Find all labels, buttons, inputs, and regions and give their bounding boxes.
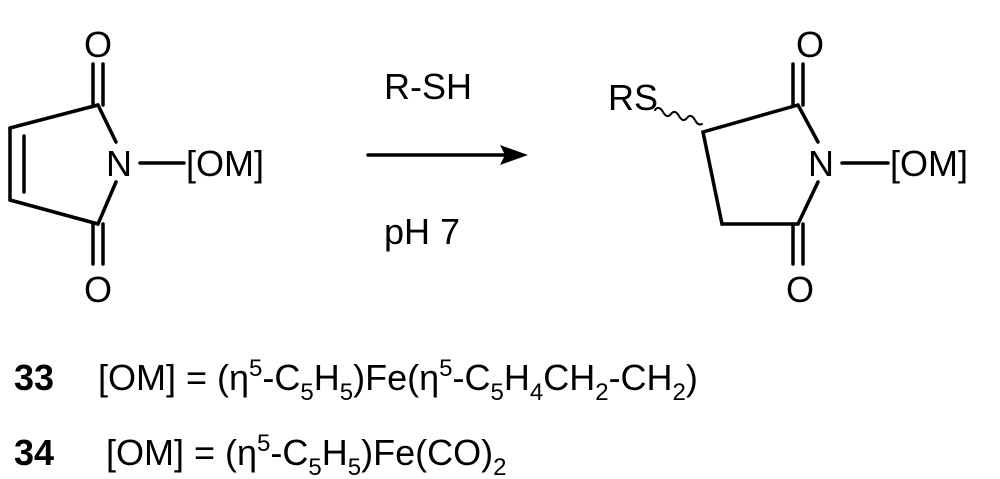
compound-definition: [OM] = (η5-C5H5)Fe(η5-C5H4CH2-CH2)	[98, 355, 698, 406]
product-succinimide: RS O N [OM] O	[608, 24, 968, 310]
compound-number: 33	[14, 357, 54, 398]
bond	[8, 103, 100, 130]
ph-label: pH 7	[384, 211, 460, 252]
atom-n: N	[106, 143, 132, 184]
bond	[796, 103, 820, 144]
substituent-om: [OM]	[186, 143, 264, 184]
rs-group: RS	[608, 77, 658, 118]
compound-number: 34	[14, 432, 54, 473]
reactant-maleimide: O N [OM] O	[8, 24, 264, 310]
atom-o: O	[84, 24, 112, 65]
atom-o: O	[84, 269, 112, 310]
reagent-label: R-SH	[384, 66, 472, 107]
arrow-head-icon	[500, 145, 528, 165]
bond	[796, 180, 820, 226]
reaction-arrow: R-SH pH 7	[366, 66, 528, 252]
legend-33: 33 [OM] = (η5-C5H5)Fe(η5-C5H4CH2-CH2)	[14, 355, 698, 406]
bond	[96, 103, 118, 144]
bond	[8, 198, 100, 226]
atom-o: O	[786, 269, 814, 310]
bond	[701, 130, 724, 226]
substituent-om: [OM]	[890, 143, 968, 184]
wavy-bond	[654, 106, 703, 126]
atom-n: N	[808, 143, 834, 184]
compound-definition: [OM] = (η5-C5H5)Fe(CO)2	[106, 430, 506, 479]
bond	[701, 103, 800, 134]
legend-34: 34 [OM] = (η5-C5H5)Fe(CO)2	[14, 430, 506, 479]
bond	[96, 180, 118, 226]
atom-o: O	[796, 24, 824, 65]
